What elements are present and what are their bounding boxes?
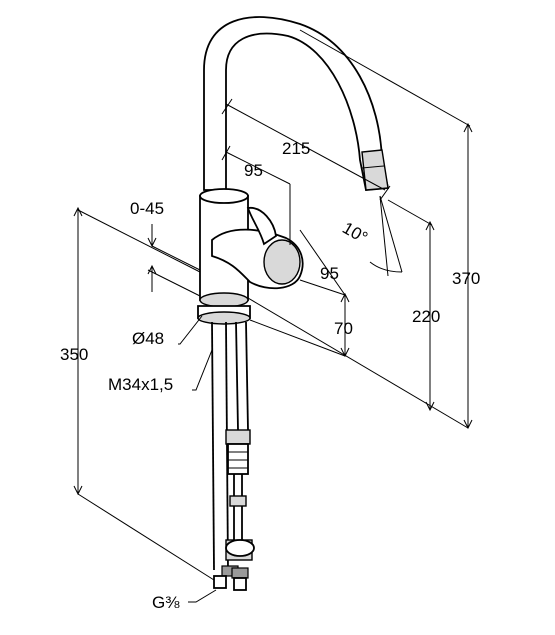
dim-thread-label: M34x1,5 xyxy=(108,375,173,394)
leader-thread: M34x1,5 xyxy=(108,349,213,394)
dim-connection-label: G⅜ xyxy=(152,593,180,612)
dimension-lever-offset: 95 xyxy=(299,229,346,296)
dimension-total-height: 370 xyxy=(299,29,480,430)
supply-hoses xyxy=(211,321,255,591)
spout xyxy=(203,16,390,191)
dim-body-height-label: 70 xyxy=(334,319,353,338)
dim-reach-label: 215 xyxy=(282,139,310,158)
dimension-angle: 10° xyxy=(339,195,403,277)
dimension-reach: 215 xyxy=(221,98,391,201)
dim-deck-label: 0-45 xyxy=(130,199,164,218)
dimension-body-height: 70 xyxy=(334,292,353,358)
dim-total-height-label: 370 xyxy=(452,269,480,288)
dim-hose-length-label: 350 xyxy=(60,345,88,364)
leader-diameter: Ø48 xyxy=(132,315,203,348)
deck-plane xyxy=(77,209,469,429)
dim-lever-offset-label: 95 xyxy=(320,264,339,283)
leader-connection: G⅜ xyxy=(152,589,217,612)
dim-angle-label: 10° xyxy=(339,218,371,247)
dim-spout-offset-label: 95 xyxy=(244,161,263,180)
lever-handle xyxy=(211,207,304,290)
dimension-deck: 0-45 xyxy=(130,199,201,292)
dimension-outlet-height: 220 xyxy=(387,199,440,412)
dim-outlet-height-label: 220 xyxy=(412,307,440,326)
dimension-hose-length: 350 xyxy=(60,206,215,581)
dim-diameter-label: Ø48 xyxy=(132,329,164,348)
dimension-spout-offset: 95 xyxy=(221,145,291,245)
